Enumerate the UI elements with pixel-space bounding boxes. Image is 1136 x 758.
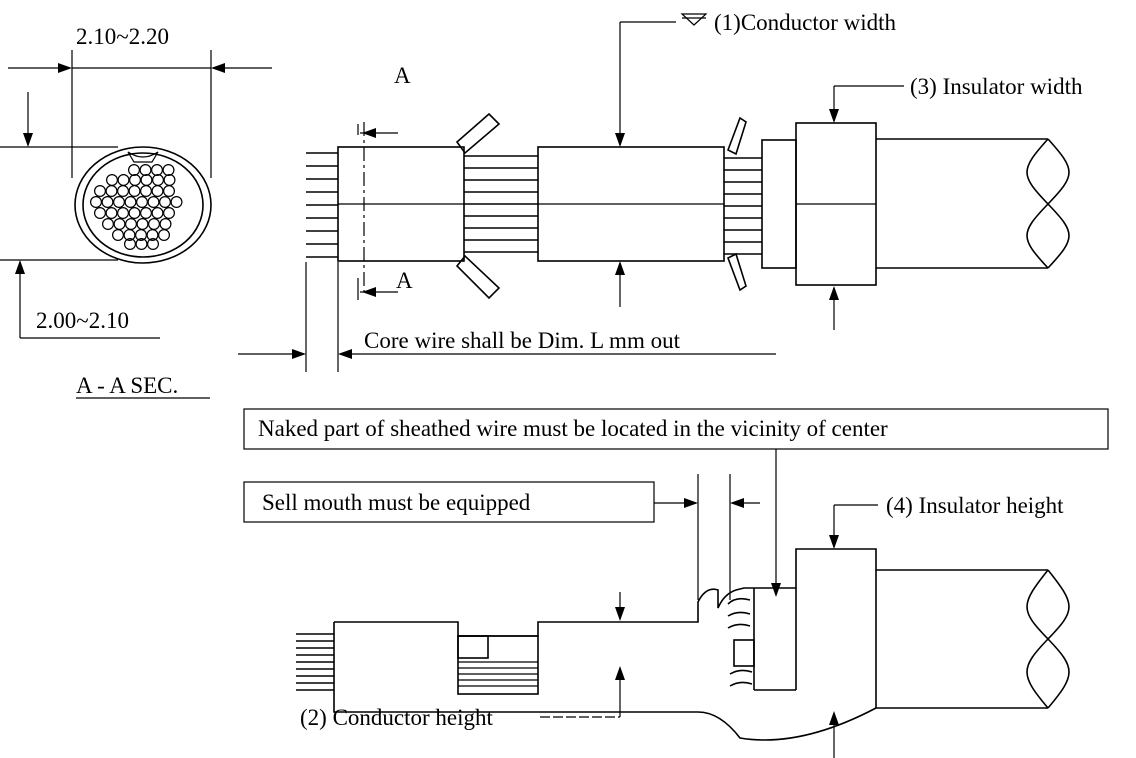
insulator-width-label: (3) Insulator width [910,74,1083,99]
strand [124,196,137,209]
section-view: 2.10~2.20 2.00~2.10 A - A SEC. [0,24,272,399]
conductor-width-callout: (1)Conductor width [615,10,897,307]
strand [117,174,130,187]
strands-middle [464,155,538,253]
strand [139,164,152,177]
strand [128,164,141,177]
strand [163,185,176,198]
conductor-width-label: (1)Conductor width [714,10,897,35]
strand [146,229,159,242]
strand [105,185,118,198]
strand [159,196,172,209]
insulation-step [761,139,797,269]
strand [136,196,149,209]
height-dimension: 2.00~2.10 [0,92,160,339]
strand [135,238,148,251]
strand [151,164,164,177]
strand [152,174,165,187]
strand [112,196,125,209]
strand [135,229,148,242]
section-cut-line: A A [357,63,413,300]
wire-cross-section [74,146,212,264]
strand [124,218,137,231]
section-caption: A - A SEC. [76,373,178,398]
height-dim-label: 2.00~2.10 [36,308,129,333]
strand [140,185,153,198]
strand [93,185,106,198]
side-window [457,635,539,695]
strand [116,207,129,220]
naked-part-note: Naked part of sheathed wire must be loca… [258,416,888,441]
insulator-width-callout: (3) Insulator width [829,74,1083,330]
strand [129,174,142,187]
exposed-strands-left [306,152,338,258]
strand [158,229,171,242]
strand [116,185,129,198]
conductor-height-label: (2) Conductor height [300,705,494,730]
strand [140,207,153,220]
rear-tab-upper [726,116,747,156]
strand [170,196,183,209]
side-window-strands [458,661,538,687]
flare-tab-upper [455,112,501,155]
strand [101,196,114,209]
strand [101,218,114,231]
cut-mark-bottom: A [396,268,413,293]
width-dim-label: 2.10~2.20 [76,24,169,49]
conductor-strands [89,164,183,251]
strand [163,174,176,187]
strand [128,185,141,198]
side-terminal-body [333,548,1048,741]
bell-mouth-note-box [243,481,655,523]
strand [89,196,102,209]
strand [111,229,124,242]
side-view: Naked part of sheathed wire must be loca… [243,408,1109,758]
strand [151,185,164,198]
strand [123,229,136,242]
strand [128,207,141,220]
strand [159,218,172,231]
width-dimension: 2.10~2.20 [8,24,272,178]
insulator-height-label: (4) Insulator height [886,493,1064,518]
strand [163,207,176,220]
bell-mouth-note: Sell mouth must be equipped [262,490,531,515]
strands-rear [724,157,762,255]
cut-mark-top: A [394,63,411,88]
strand [140,174,153,187]
flare-tab-lower [455,254,501,300]
strand [105,207,118,220]
conductor-width-marker-icon [680,13,708,26]
strand [136,218,149,231]
naked-part-note-box [243,408,1109,450]
side-exposed-strands [296,633,334,691]
strand [105,174,118,187]
strand [151,207,164,220]
strand [162,164,175,177]
strand [147,196,160,209]
core-wire-dimension: Core wire shall be Dim. L mm out [238,262,776,372]
strand [147,238,160,251]
strand [93,207,106,220]
strand [113,218,126,231]
rear-tab-lower [726,252,747,292]
strand [148,218,161,231]
core-wire-note: Core wire shall be Dim. L mm out [364,328,681,353]
strand [123,238,136,251]
top-view: A A [238,10,1083,372]
